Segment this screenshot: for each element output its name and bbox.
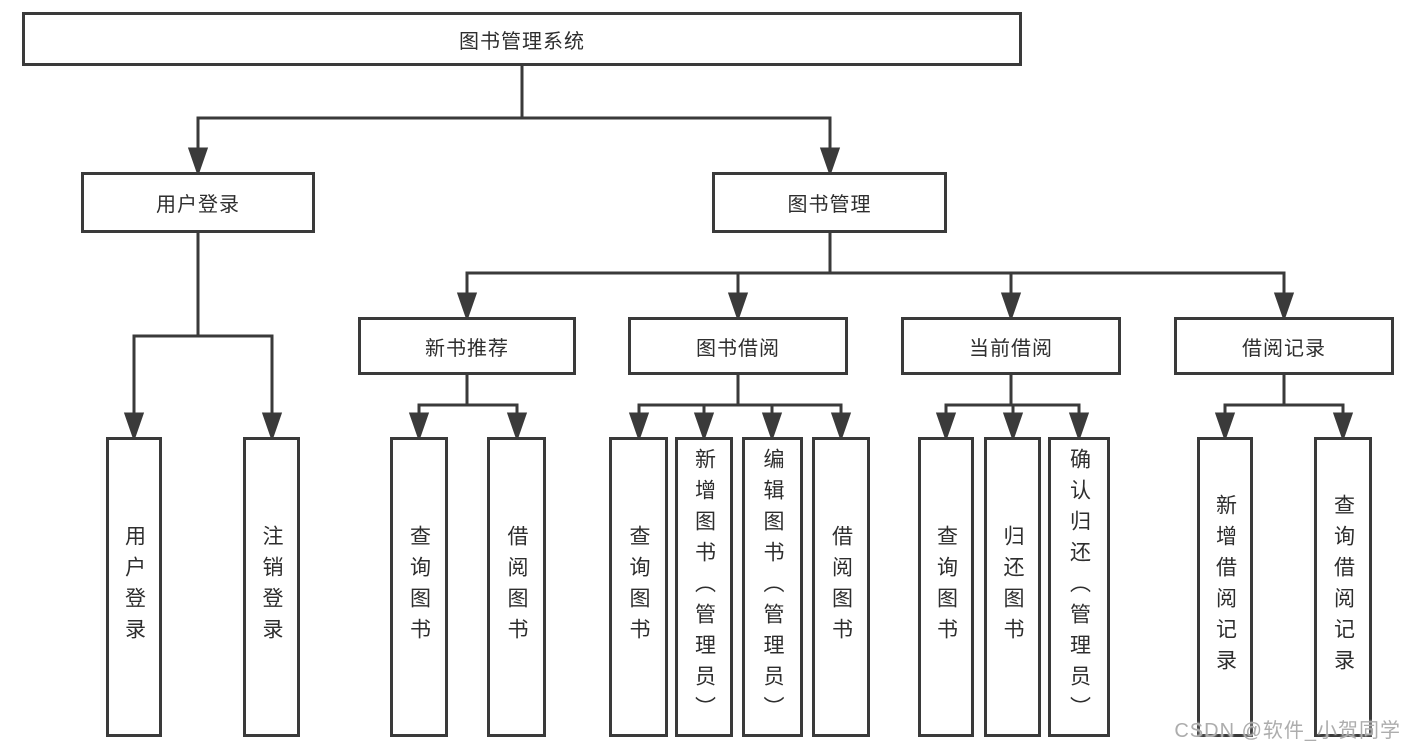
leaf-current-confirm-return-admin: 确认归还（管理员）	[1048, 437, 1110, 737]
node-library-system: 图书管理系统	[22, 12, 1022, 66]
leaf-current-query-books: 查询图书	[918, 437, 974, 737]
leaf-logout: 注销登录	[243, 437, 300, 737]
node-borrow-records: 借阅记录	[1174, 317, 1394, 375]
node-new-book-recommend: 新书推荐	[358, 317, 576, 375]
node-user-login: 用户登录	[81, 172, 315, 233]
leaf-borrow-add-books-admin: 新增图书（管理员）	[675, 437, 733, 737]
node-current-borrow: 当前借阅	[901, 317, 1121, 375]
node-book-borrow: 图书借阅	[628, 317, 848, 375]
leaf-records-query-record: 查询借阅记录	[1314, 437, 1372, 737]
leaf-records-add-record: 新增借阅记录	[1197, 437, 1253, 737]
leaf-borrow-borrow-books: 借阅图书	[812, 437, 870, 737]
leaf-borrow-query-books: 查询图书	[609, 437, 668, 737]
node-book-management: 图书管理	[712, 172, 947, 233]
csdn-watermark: CSDN @软件_小贺同学	[1174, 720, 1401, 742]
leaf-user-login: 用户登录	[106, 437, 162, 737]
leaf-borrow-edit-books-admin: 编辑图书（管理员）	[742, 437, 803, 737]
leaf-recommend-query-books: 查询图书	[390, 437, 448, 737]
leaf-current-return-books: 归还图书	[984, 437, 1041, 737]
leaf-recommend-borrow-books: 借阅图书	[487, 437, 546, 737]
